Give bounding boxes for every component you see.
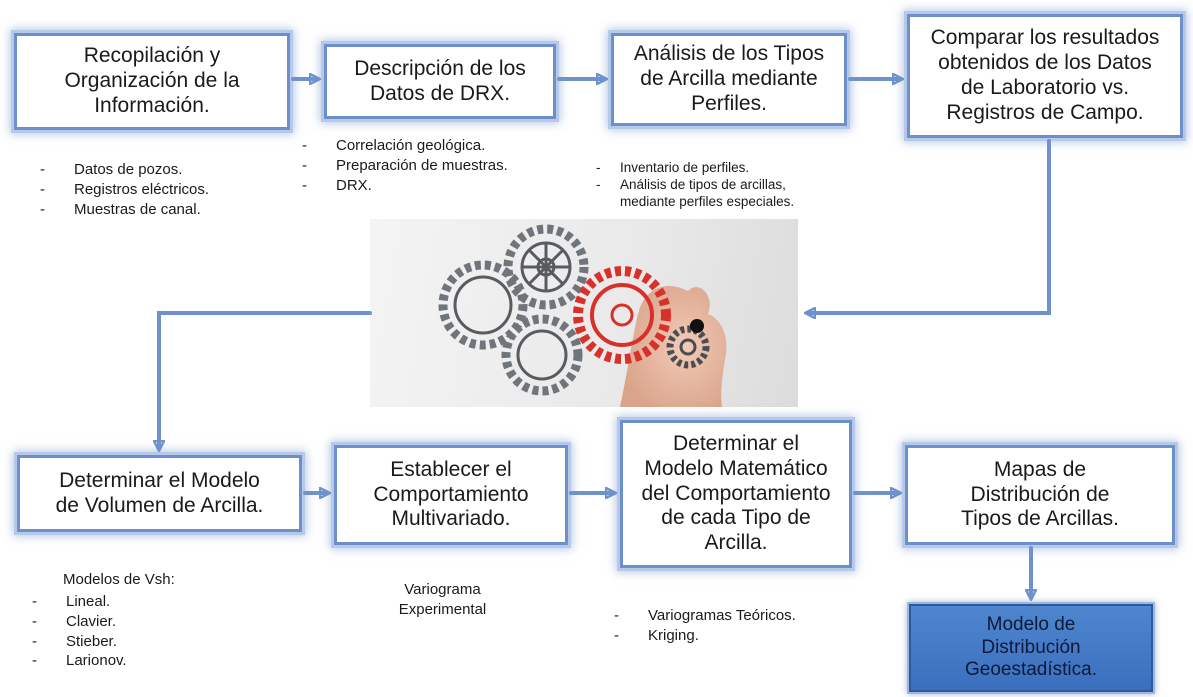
notes-analisis-perfiles: Inventario de perfiles. Análisis de tipo… [594, 160, 794, 211]
step-modelo-matematico-box: Determinar el Modelo Matemático del Comp… [620, 420, 852, 568]
vsh-title: Modelos de Vsh: [63, 571, 175, 588]
list-item: Lineal. [30, 592, 127, 612]
step-modelo-matematico-label: Determinar el Modelo Matemático del Comp… [641, 432, 831, 555]
step-descripcion-drx-box: Descripción de los Datos de DRX. [324, 44, 556, 119]
list-item: Correlación geológica. [300, 136, 508, 156]
list-item: Kriging. [612, 626, 796, 646]
list-item: Registros eléctricos. [38, 180, 209, 200]
step-comportamiento-box: Establecer el Comportamiento Multivariad… [334, 445, 568, 545]
step-comparar-resultados-box: Comparar los resultados obtenidos de los… [907, 14, 1183, 138]
list-item: Análisis de tipos de arcillas, [594, 177, 794, 194]
list-item: Preparación de muestras. [300, 156, 508, 176]
list-item: Inventario de perfiles. [594, 160, 794, 177]
list-item: DRX. [300, 176, 508, 196]
notes-variogramas-teoricos: Variogramas Teóricos. Kriging. [612, 606, 796, 646]
step-modelo-volumen-label: Determinar el Modelo de Volumen de Arcil… [55, 468, 264, 517]
step-comparar-resultados-label: Comparar los resultados obtenidos de los… [930, 26, 1160, 124]
final-modelo-geoestadistico-label: Modelo de Distribución Geoestadística. [964, 614, 1098, 681]
step-comportamiento-label: Establecer el Comportamiento Multivariad… [373, 457, 529, 531]
list-item: Variogramas Teóricos. [612, 606, 796, 626]
step-recopilacion-label: Recopilación y Organización de la Inform… [64, 44, 240, 117]
step-analisis-perfiles-label: Análisis de los Tipos de Arcilla mediant… [633, 42, 825, 115]
notes-variograma-experimental: Variograma Experimental [398, 581, 487, 618]
list-item: Muestras de canal. [38, 200, 209, 220]
list-item: Datos de pozos. [38, 160, 209, 180]
notes-recopilacion: Datos de pozos. Registros eléctricos. Mu… [38, 160, 209, 219]
step-mapas-distribucion-label: Mapas de Distribución de Tipos de Arcill… [961, 457, 1119, 531]
list-item: Stieber. [30, 632, 127, 652]
list-item: Clavier. [30, 612, 127, 632]
arrow-4-to-image [807, 139, 1051, 313]
arrow-image-to-5 [159, 311, 372, 449]
step-descripcion-drx-label: Descripción de los Datos de DRX. [354, 56, 526, 105]
list-item: mediante perfiles especiales. [620, 193, 795, 209]
list-item: Larionov. [30, 651, 127, 671]
step-mapas-distribucion-box: Mapas de Distribución de Tipos de Arcill… [905, 445, 1175, 545]
gears-icon [438, 224, 727, 407]
notes-vsh-models: Lineal. Clavier. Stieber. Larionov. [30, 592, 127, 671]
step-modelo-volumen-box: Determinar el Modelo de Volumen de Arcil… [17, 455, 302, 532]
notes-descripcion-drx: Correlación geológica. Preparación de mu… [300, 136, 508, 195]
step-analisis-perfiles-box: Análisis de los Tipos de Arcilla mediant… [611, 33, 847, 126]
gears-illustration [370, 219, 798, 407]
final-modelo-geoestadistico-box: Modelo de Distribución Geoestadística. [909, 604, 1153, 692]
step-recopilacion-box: Recopilación y Organización de la Inform… [14, 33, 290, 130]
